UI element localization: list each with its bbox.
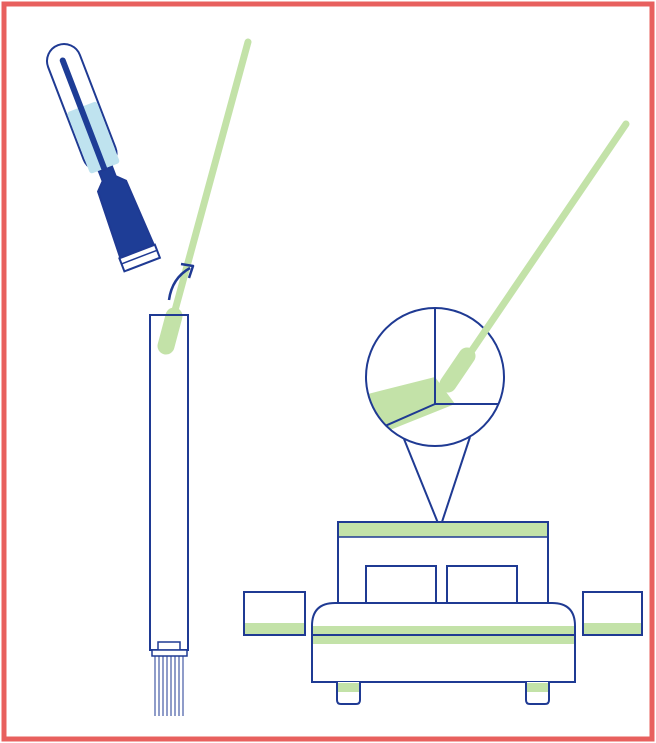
transfer-arrow-icon bbox=[167, 262, 195, 301]
swab-tip-right bbox=[439, 347, 476, 393]
swab-stick-right bbox=[458, 120, 630, 369]
pillow-left bbox=[365, 565, 437, 607]
magnifier-callout-icon bbox=[365, 307, 505, 529]
strip-body bbox=[149, 314, 189, 651]
strip-connector bbox=[157, 641, 181, 651]
test-strip-icon bbox=[149, 314, 189, 716]
nightstand-icon-right bbox=[582, 591, 643, 636]
swab-tip bbox=[157, 307, 183, 355]
swab-icon bbox=[157, 38, 252, 355]
headboard-seam bbox=[339, 523, 547, 537]
bed-icon bbox=[311, 521, 576, 705]
strip-bristle-base bbox=[151, 649, 188, 657]
vial-dropper-tip bbox=[96, 165, 156, 260]
pillow-right bbox=[446, 565, 518, 607]
nightstand-icon-left bbox=[243, 591, 306, 636]
magnifier-circle bbox=[365, 307, 505, 447]
strip-bristles bbox=[154, 656, 184, 716]
swab-icon-right bbox=[439, 120, 630, 393]
swab-stick bbox=[167, 38, 252, 329]
vial-rod bbox=[59, 57, 109, 175]
reagent-vial-icon bbox=[46, 43, 162, 273]
vial-cap-band bbox=[118, 243, 162, 273]
